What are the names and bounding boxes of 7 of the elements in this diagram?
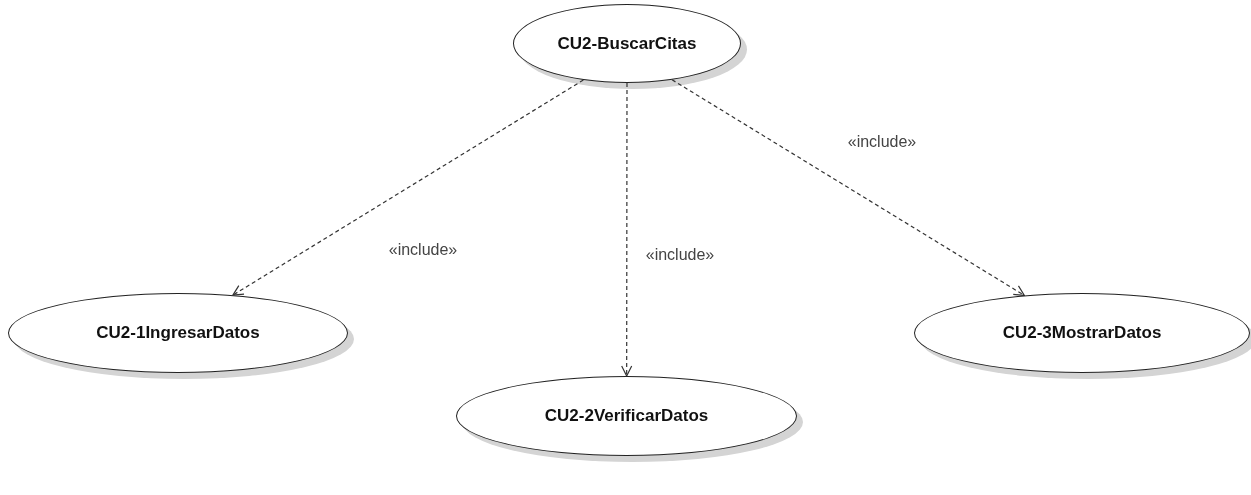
dashed-arrow (621, 82, 633, 377)
use-case-name: CU2-3MostrarDatos (1002, 322, 1162, 345)
dashed-arrow (232, 79, 584, 296)
use-case-name: CU2-2VerificarDatos (544, 405, 709, 428)
dashed-arrow (671, 79, 1025, 297)
use-case-name: CU2-1IngresarDatos (96, 322, 260, 345)
use-case-name: CU2-BuscarCitas (557, 32, 697, 55)
